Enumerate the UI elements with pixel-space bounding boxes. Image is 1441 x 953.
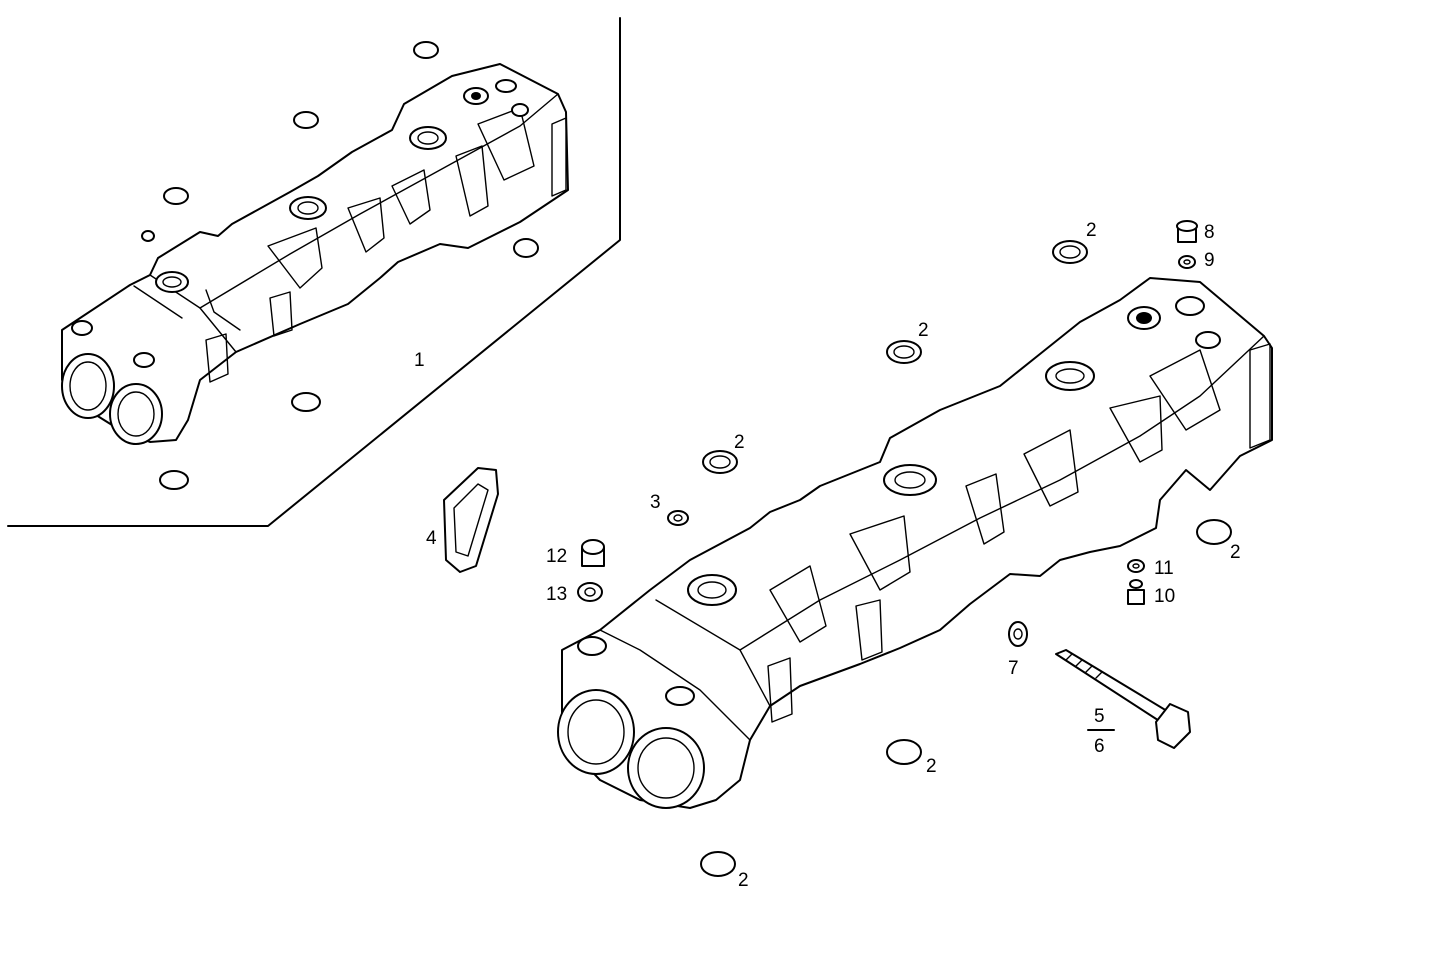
callout-12: 12 (546, 546, 567, 567)
callout-2: 2 (734, 432, 745, 453)
callout-2: 2 (1086, 220, 1097, 241)
part-10-plug (1127, 579, 1145, 605)
callout-11: 11 (1154, 558, 1174, 579)
small-assembly-plugs (141, 41, 539, 490)
part-3-washer (667, 510, 689, 526)
part-13-washer (577, 582, 603, 602)
callout-2: 2 (1230, 542, 1241, 563)
callout-4: 4 (426, 528, 437, 549)
callout-5: 5 (1094, 706, 1105, 727)
part-12-plug (581, 539, 605, 567)
part-5-6-bolt (1055, 649, 1191, 749)
assembly-inset-frame (7, 17, 621, 527)
callout-3: 3 (650, 492, 661, 513)
callout-2: 2 (926, 756, 937, 777)
callout-2: 2 (738, 870, 749, 891)
part-7-washer (1008, 621, 1028, 647)
callout-13: 13 (546, 584, 567, 605)
callout-1: 1 (414, 350, 425, 371)
callout-7: 7 (1008, 658, 1019, 679)
callout-10: 10 (1154, 586, 1175, 607)
part-11-washer (1127, 559, 1145, 573)
part-2-plugs (700, 240, 1232, 877)
part-9-washer (1178, 255, 1196, 269)
manifold-assembly-small (61, 63, 569, 445)
callout-9: 9 (1204, 250, 1215, 271)
manifold-assembly-large (557, 277, 1273, 809)
callout-2: 2 (918, 320, 929, 341)
part-4-gasket (443, 467, 499, 573)
callout-8: 8 (1204, 222, 1215, 243)
callout-6: 6 (1094, 736, 1105, 757)
part-8-plug (1176, 220, 1198, 243)
